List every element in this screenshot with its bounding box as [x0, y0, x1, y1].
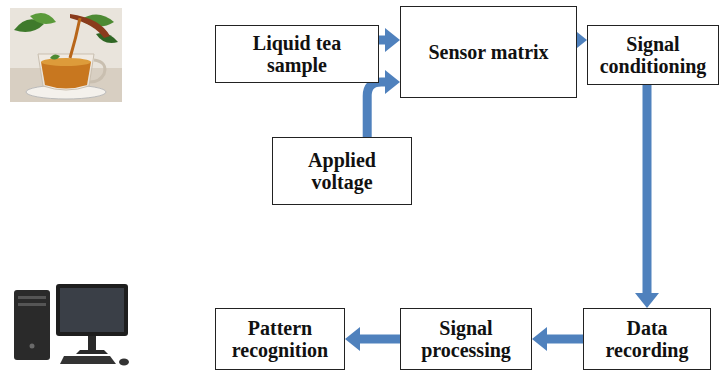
tea-illustration [10, 8, 122, 102]
flow-arrow [635, 85, 659, 308]
arrow-head [385, 70, 400, 94]
flow-arrow [379, 28, 400, 52]
flow-arrow [532, 327, 583, 351]
process-box: Signal processing [400, 308, 532, 370]
arrow-shaft [545, 335, 583, 344]
process-box: Pattern recognition [215, 308, 345, 370]
arrow-shaft [367, 82, 387, 137]
arrow-head [345, 327, 360, 351]
box-label: Signal conditioning [594, 33, 712, 78]
arrow-shaft [358, 335, 400, 344]
process-box: Signal conditioning [587, 25, 719, 85]
flow-arrow [345, 327, 400, 351]
arrow-shaft [643, 85, 652, 295]
arrow-head [635, 293, 659, 308]
box-label: Sensor matrix [428, 41, 548, 63]
box-label: Applied voltage [279, 149, 405, 194]
box-label: Data recording [590, 317, 704, 362]
box-label: Liquid tea sample [222, 32, 372, 77]
box-label: Signal processing [407, 317, 525, 362]
process-box: Sensor matrix [400, 6, 577, 98]
computer-illustration [10, 280, 134, 372]
process-box: Data recording [583, 308, 711, 370]
process-box: Applied voltage [272, 137, 412, 205]
process-box: Liquid tea sample [215, 25, 379, 83]
arrow-head [385, 28, 400, 52]
box-label: Pattern recognition [222, 317, 338, 362]
arrow-head [532, 327, 547, 351]
